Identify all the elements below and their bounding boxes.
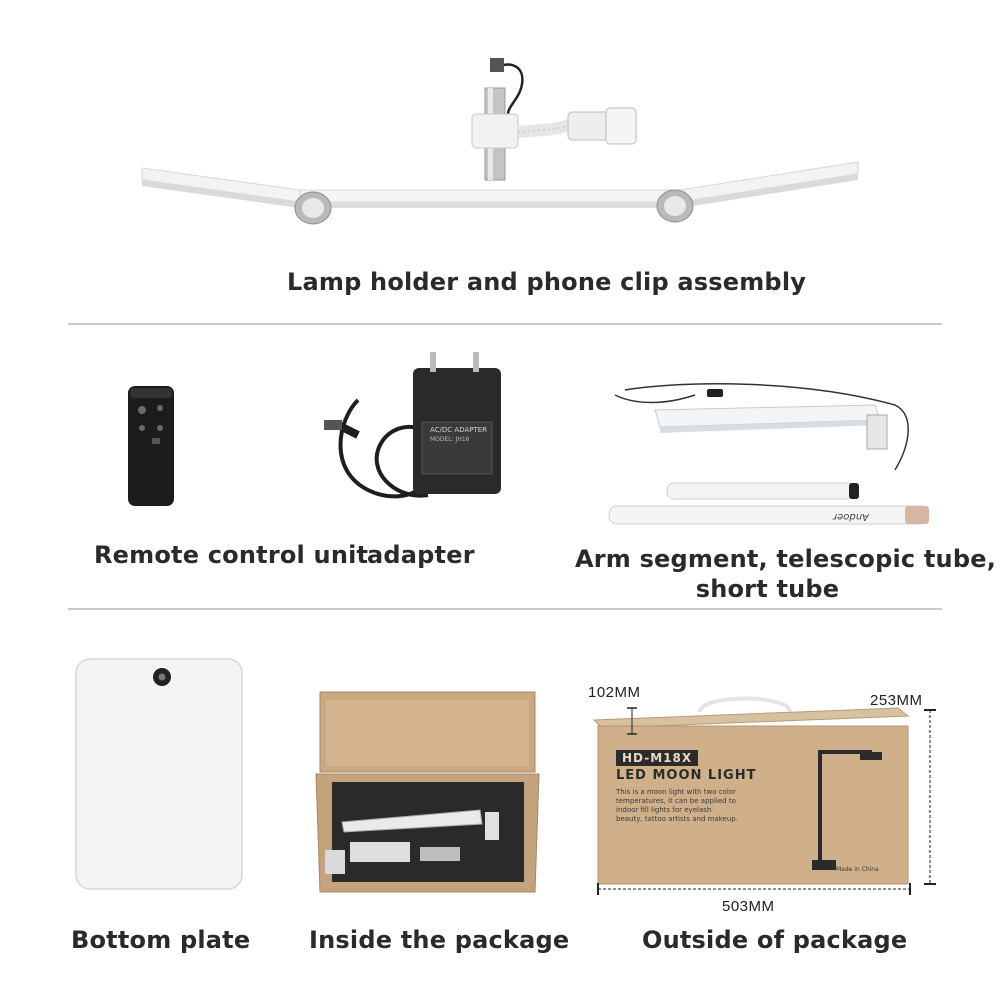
arm-tubes-image: Andoer (605, 375, 940, 535)
inside-package-image (310, 682, 545, 904)
lamp-holder-illustration (141, 58, 859, 225)
arm-tubes-illustration (608, 383, 930, 525)
lamp-holder-image (130, 50, 870, 240)
box-desc-4: beauty, tattoo artists and makeup. (616, 815, 738, 823)
dim-height-marker (924, 709, 936, 885)
caption-bottom-plate: Bottom plate (71, 926, 251, 954)
dim-depth-marker (627, 707, 637, 735)
tube-brand-text: Andoer (833, 511, 869, 522)
caption-adapter: adapter (367, 541, 475, 569)
divider-middle (68, 608, 942, 610)
box-desc-3: indoor fill lights for eyelash (616, 806, 712, 814)
box-model: HD-M18X (616, 750, 699, 766)
remote-control-image (126, 384, 176, 508)
caption-arm-line1: Arm segment, telescopic tube, (575, 545, 997, 573)
caption-lamp-holder: Lamp holder and phone clip assembly (287, 268, 807, 296)
dim-width-label: 503MM (722, 898, 775, 915)
adapter-label-line2: MODEL: JH16 (430, 436, 470, 443)
dim-depth-label: 102MM (588, 684, 641, 701)
remote-illustration (128, 386, 174, 506)
outside-package-image: HD-M18X LED MOON LIGHT This is a moon li… (590, 690, 920, 900)
caption-inside-package: Inside the package (309, 926, 570, 954)
adapter-illustration (324, 352, 501, 499)
caption-arm-line2: short tube (695, 575, 840, 603)
dim-height-label: 253MM (870, 692, 923, 709)
caption-outside-package: Outside of package (642, 926, 908, 954)
box-desc-1: This is a moon light with two color (616, 788, 736, 796)
box-desc-2: temperatures, it can be applied to (616, 797, 736, 805)
box-product-name: LED MOON LIGHT (616, 768, 757, 783)
bottom-plate-image (70, 655, 246, 895)
dim-width-marker (597, 883, 911, 895)
box-made-in: Made in China (836, 866, 879, 873)
adapter-image: AC/DC ADAPTER MODEL: JH16 (318, 350, 518, 530)
bottom-plate-illustration (75, 658, 243, 890)
inside-package-illustration (315, 691, 540, 893)
adapter-label-line1: AC/DC ADAPTER (430, 426, 488, 434)
divider-top (68, 323, 942, 325)
caption-remote: Remote control unit (94, 541, 369, 569)
